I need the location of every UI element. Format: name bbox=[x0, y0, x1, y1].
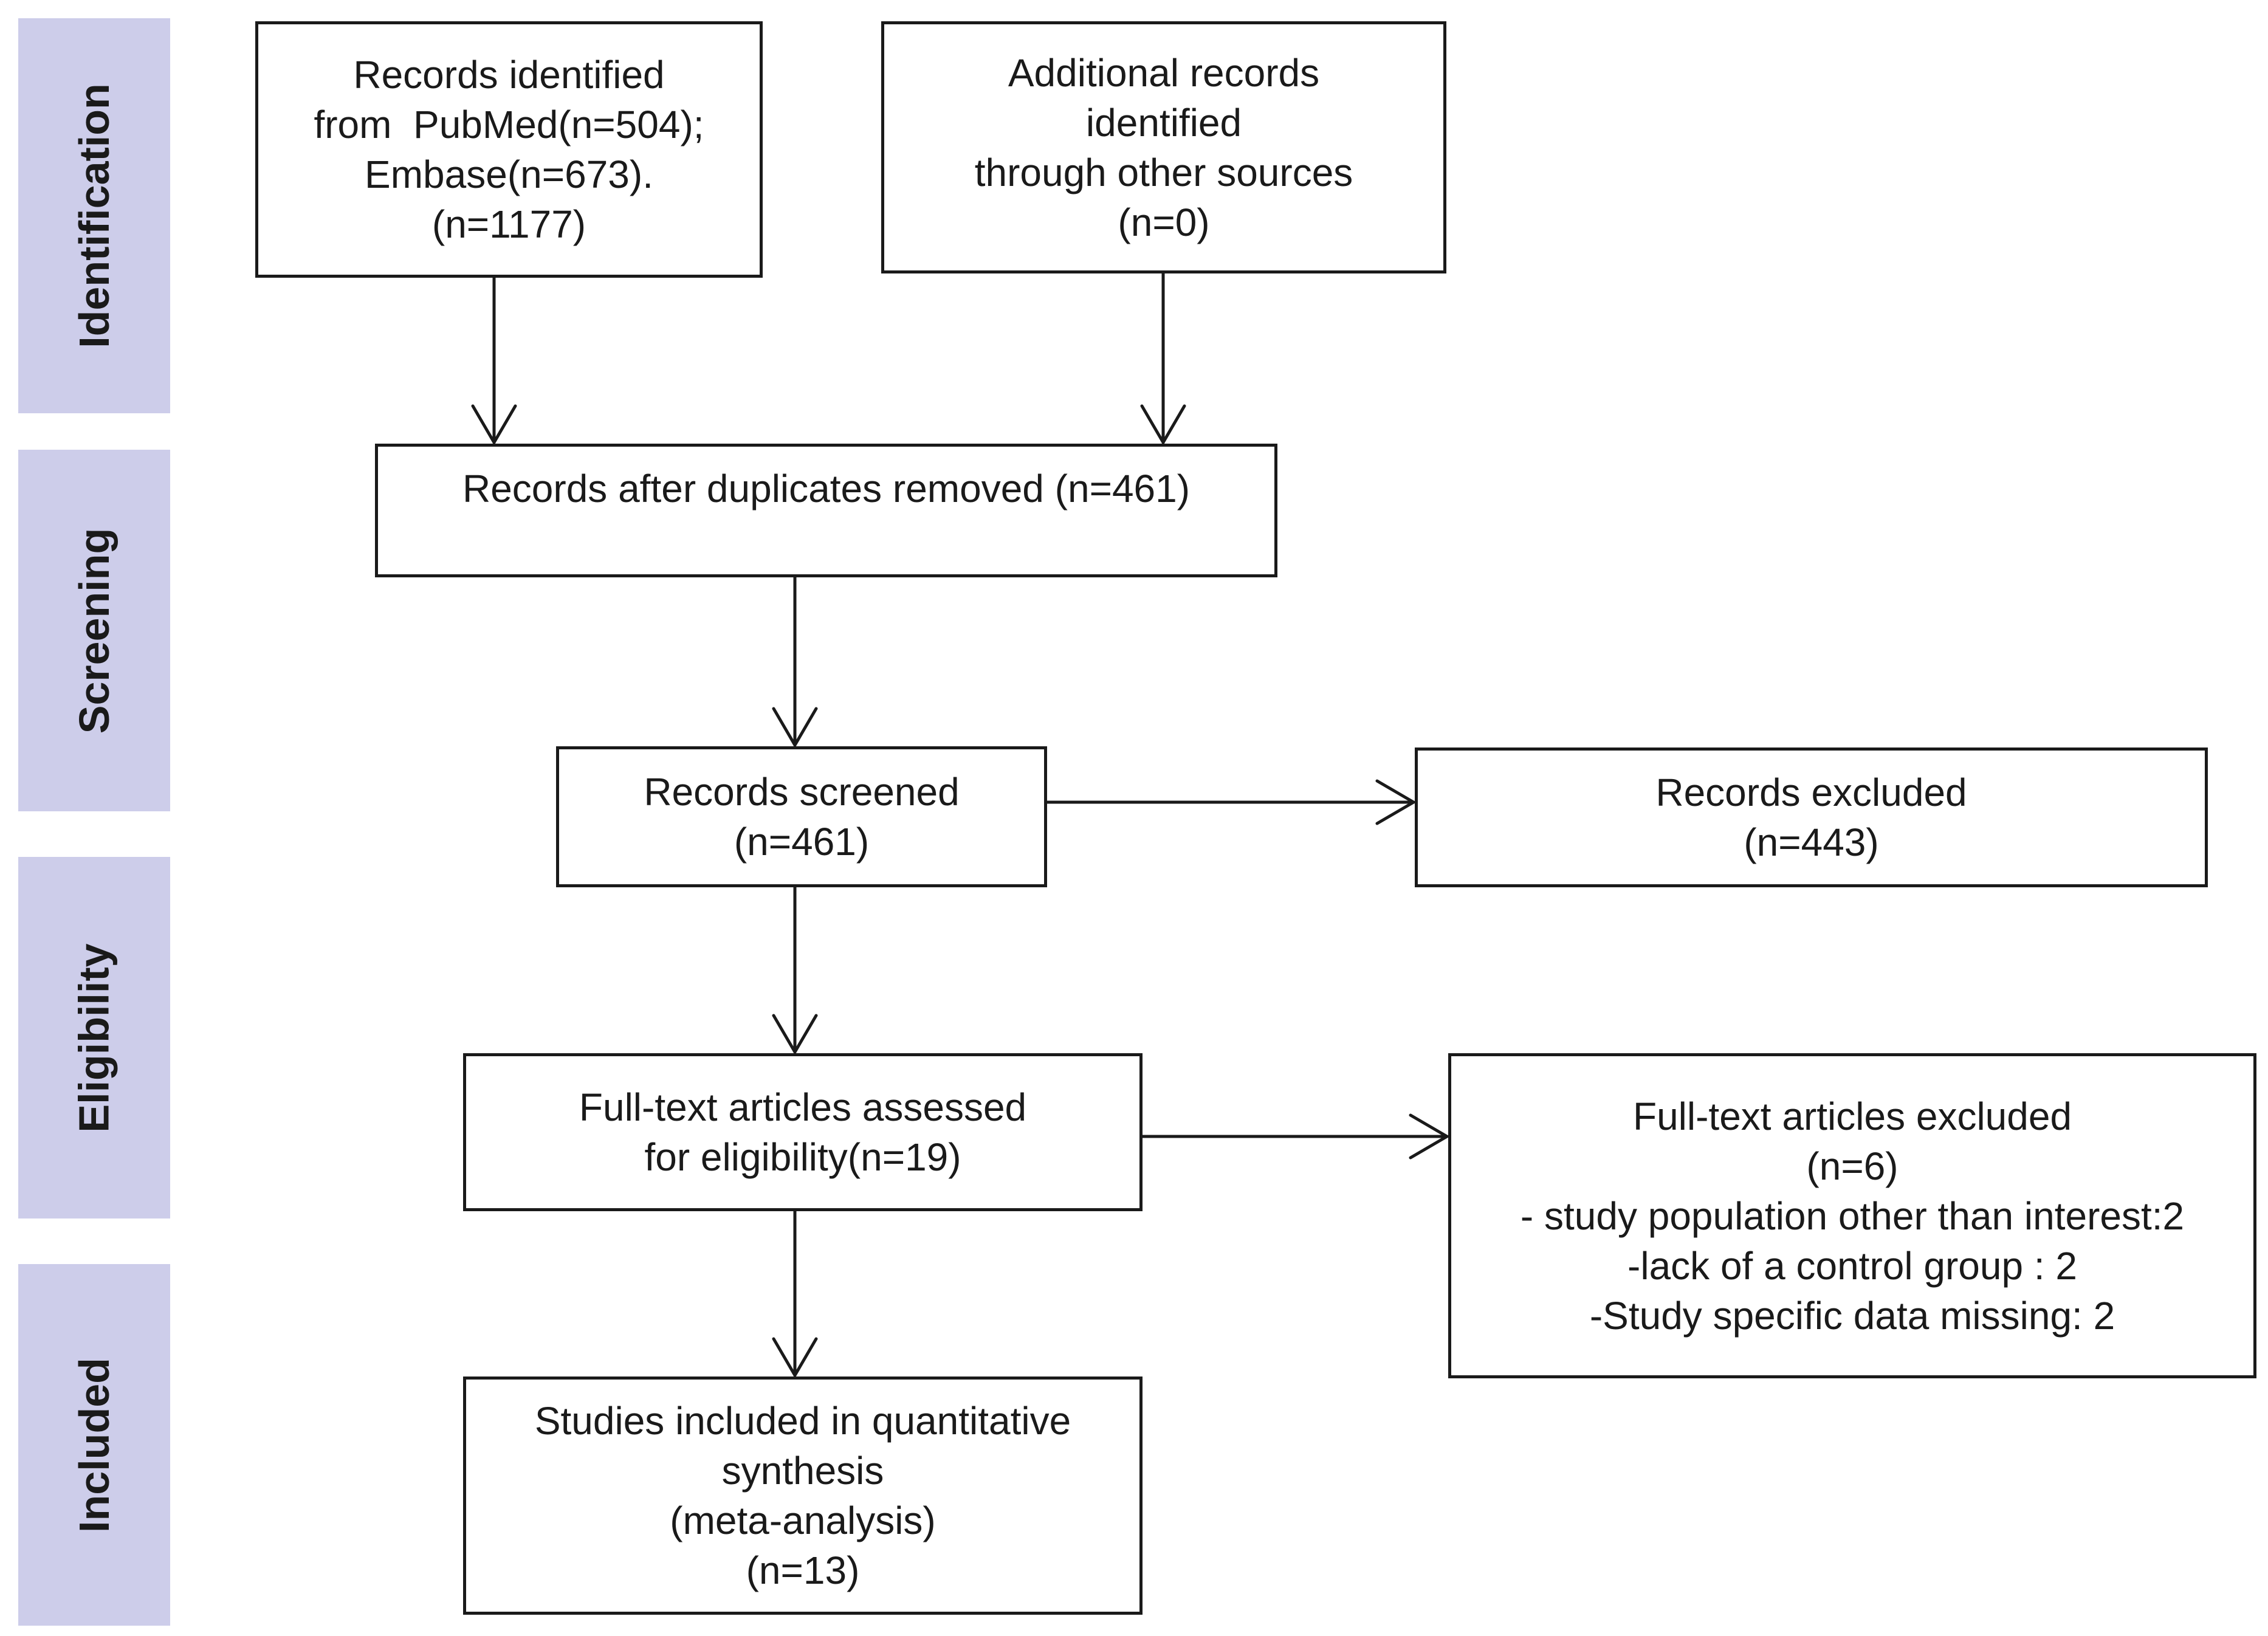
box-line: through other sources bbox=[974, 150, 1353, 194]
box-line: from PubMed(n=504); bbox=[314, 103, 704, 146]
box-line: (n=461) bbox=[734, 820, 870, 864]
full-text-excluded-box: Full-text articles excluded (n=6) - stud… bbox=[1448, 1053, 2256, 1378]
stage-eligibility: Eligibility bbox=[18, 857, 170, 1218]
additional-records-box: Additional records identified through ot… bbox=[881, 21, 1446, 273]
box-line: (meta-analysis) bbox=[670, 1499, 936, 1542]
box-line: Embase(n=673). bbox=[365, 153, 653, 196]
box-line: (n=13) bbox=[746, 1548, 860, 1592]
box-line: for eligibility(n=19) bbox=[644, 1135, 961, 1179]
box-line: Records after duplicates removed (n=461) bbox=[462, 467, 1191, 510]
arrow-identified-to-duplicates bbox=[471, 276, 517, 445]
full-text-assessed-box: Full-text articles assessed for eligibil… bbox=[463, 1053, 1143, 1211]
box-line: Studies included in quantitative bbox=[534, 1399, 1071, 1443]
duplicates-removed-box: Records after duplicates removed (n=461) bbox=[375, 444, 1277, 577]
box-line: (n=0) bbox=[1118, 200, 1210, 244]
box-line: -lack of a control group : 2 bbox=[1627, 1243, 2077, 1288]
records-excluded-box: Records excluded (n=443) bbox=[1415, 748, 2208, 887]
arrow-full-text-to-included bbox=[772, 1209, 818, 1378]
arrow-duplicates-to-screened bbox=[772, 576, 818, 748]
arrow-additional-to-duplicates bbox=[1140, 272, 1186, 445]
arrow-screened-to-full-text bbox=[772, 885, 818, 1055]
box-line: Records identified bbox=[353, 53, 665, 97]
box-line: Full-text articles excluded bbox=[1632, 1094, 2072, 1138]
box-line: Additional records bbox=[1008, 50, 1320, 95]
stage-included: Included bbox=[18, 1264, 170, 1626]
box-line: identified bbox=[1085, 100, 1242, 145]
box-line: -Study specific data missing: 2 bbox=[1589, 1293, 2115, 1338]
arrow-screened-to-excluded bbox=[1045, 779, 1417, 825]
box-line: (n=443) bbox=[1744, 820, 1879, 864]
box-line: synthesis bbox=[721, 1449, 884, 1493]
stage-screening: Screening bbox=[18, 450, 170, 811]
box-line: (n=6) bbox=[1806, 1144, 1899, 1188]
records-identified-box: Records identified from PubMed(n=504); E… bbox=[255, 21, 763, 278]
box-line: Records screened bbox=[644, 770, 960, 814]
arrow-full-text-to-excluded bbox=[1141, 1113, 1450, 1160]
box-line: Records excluded bbox=[1655, 771, 1967, 814]
box-line: (n=1177) bbox=[431, 202, 586, 246]
stage-identification: Identification bbox=[18, 18, 170, 413]
box-line: Full-text articles assessed bbox=[579, 1085, 1027, 1129]
records-screened-box: Records screened (n=461) bbox=[556, 746, 1047, 887]
box-line: - study population other than interest:2 bbox=[1520, 1194, 2185, 1238]
studies-included-box: Studies included in quantitative synthes… bbox=[463, 1377, 1143, 1615]
